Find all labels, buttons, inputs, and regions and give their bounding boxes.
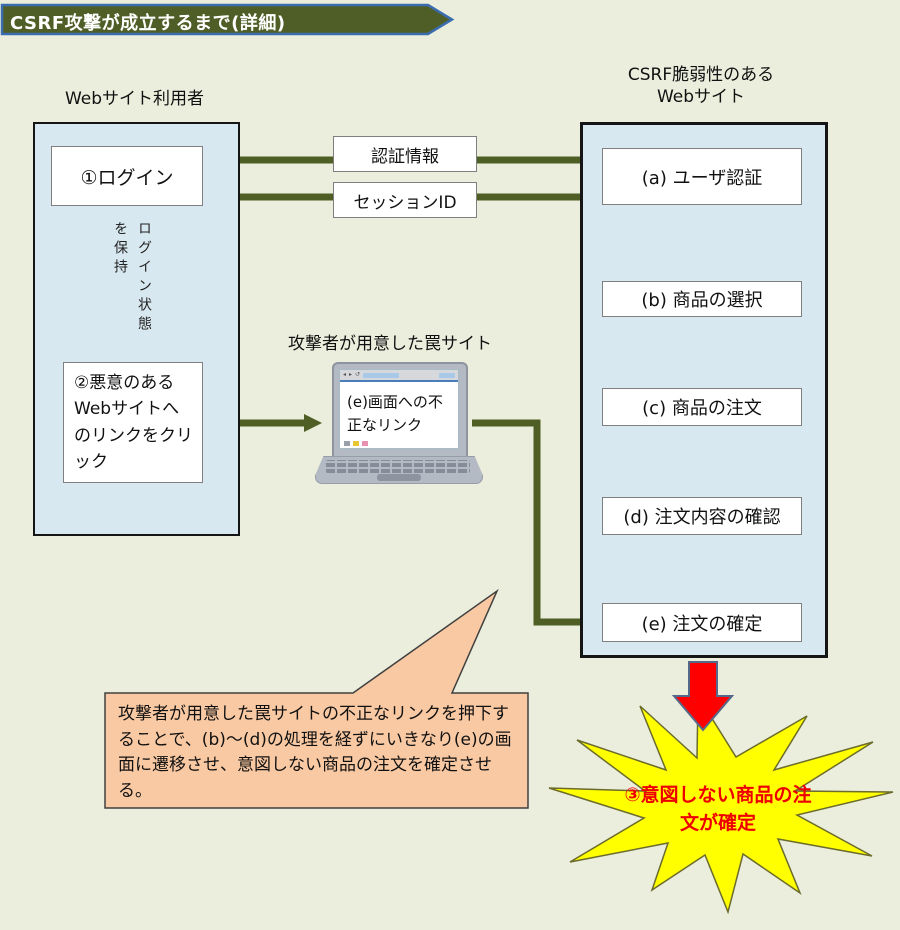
auth-info-label: 認証情報 <box>333 136 477 172</box>
keep-login-line1: ログイン状態 <box>136 221 152 335</box>
step-c-box: (c) 商品の注文 <box>602 388 802 426</box>
step-e-box: (e) 注文の確定 <box>602 603 802 642</box>
site-actor-label-line2: Webサイト <box>656 87 746 108</box>
trap-to-step-e-connector <box>472 419 582 626</box>
taskbar-icon-yellow <box>353 441 359 446</box>
laptop-keyboard <box>315 456 483 484</box>
address-bar <box>363 372 400 378</box>
taskbar-icon-pink <box>362 441 368 446</box>
trap-site-label: 攻撃者が用意した罠サイト <box>288 334 492 354</box>
browser-toolbar: ◂ ▸ ↺ <box>340 370 458 382</box>
site-to-result-red-arrow <box>671 661 735 732</box>
step-d-box: (d) 注文内容の確認 <box>602 497 802 535</box>
site-actor-label-line1: CSRF脆弱性のある <box>627 65 775 85</box>
laptop-browser-window: ◂ ▸ ↺ (e)画面への不正なリンク <box>339 369 459 449</box>
callout-explanation: 攻撃者が用意した罠サイトの不正なリンクを押下することで、(b)〜(d)の処理を経… <box>118 704 512 801</box>
keep-login-label: ログイン状態 を保持 <box>104 221 156 361</box>
back-icon: ◂ <box>343 371 347 378</box>
laptop-screen: ◂ ▸ ↺ (e)画面への不正なリンク <box>332 362 468 458</box>
step-login-box: ①ログイン <box>51 146 203 206</box>
result-label: ③意図しない商品の注文が確定 <box>624 784 812 834</box>
refresh-icon: ↺ <box>355 371 361 378</box>
taskbar-icon-gray <box>344 441 350 446</box>
laptop-trackpad <box>377 474 421 481</box>
forward-icon: ▸ <box>349 371 353 378</box>
page-title: CSRF攻撃が成立するまで(詳細) <box>10 13 286 34</box>
trap-site-laptop: ◂ ▸ ↺ (e)画面への不正なリンク <box>315 362 483 484</box>
browser-tab-strip <box>439 372 455 378</box>
site-actor-label: CSRF脆弱性のある Webサイト <box>580 64 822 108</box>
keep-login-line2: を保持 <box>112 221 128 278</box>
trap-screen-text: (e)画面への不正なリンク <box>347 393 443 434</box>
laptop-taskbar <box>344 441 368 446</box>
session-id-label: セッションID <box>333 182 477 218</box>
laptop-keys <box>326 460 470 473</box>
step-b-box: (b) 商品の選択 <box>602 281 802 317</box>
step-malicious-link-box: ②悪意のあるWebサイトへのリンクをクリック <box>63 362 203 483</box>
user-actor-label: Webサイト利用者 <box>64 89 205 109</box>
step-a-box: (a) ユーザ認証 <box>602 148 802 205</box>
